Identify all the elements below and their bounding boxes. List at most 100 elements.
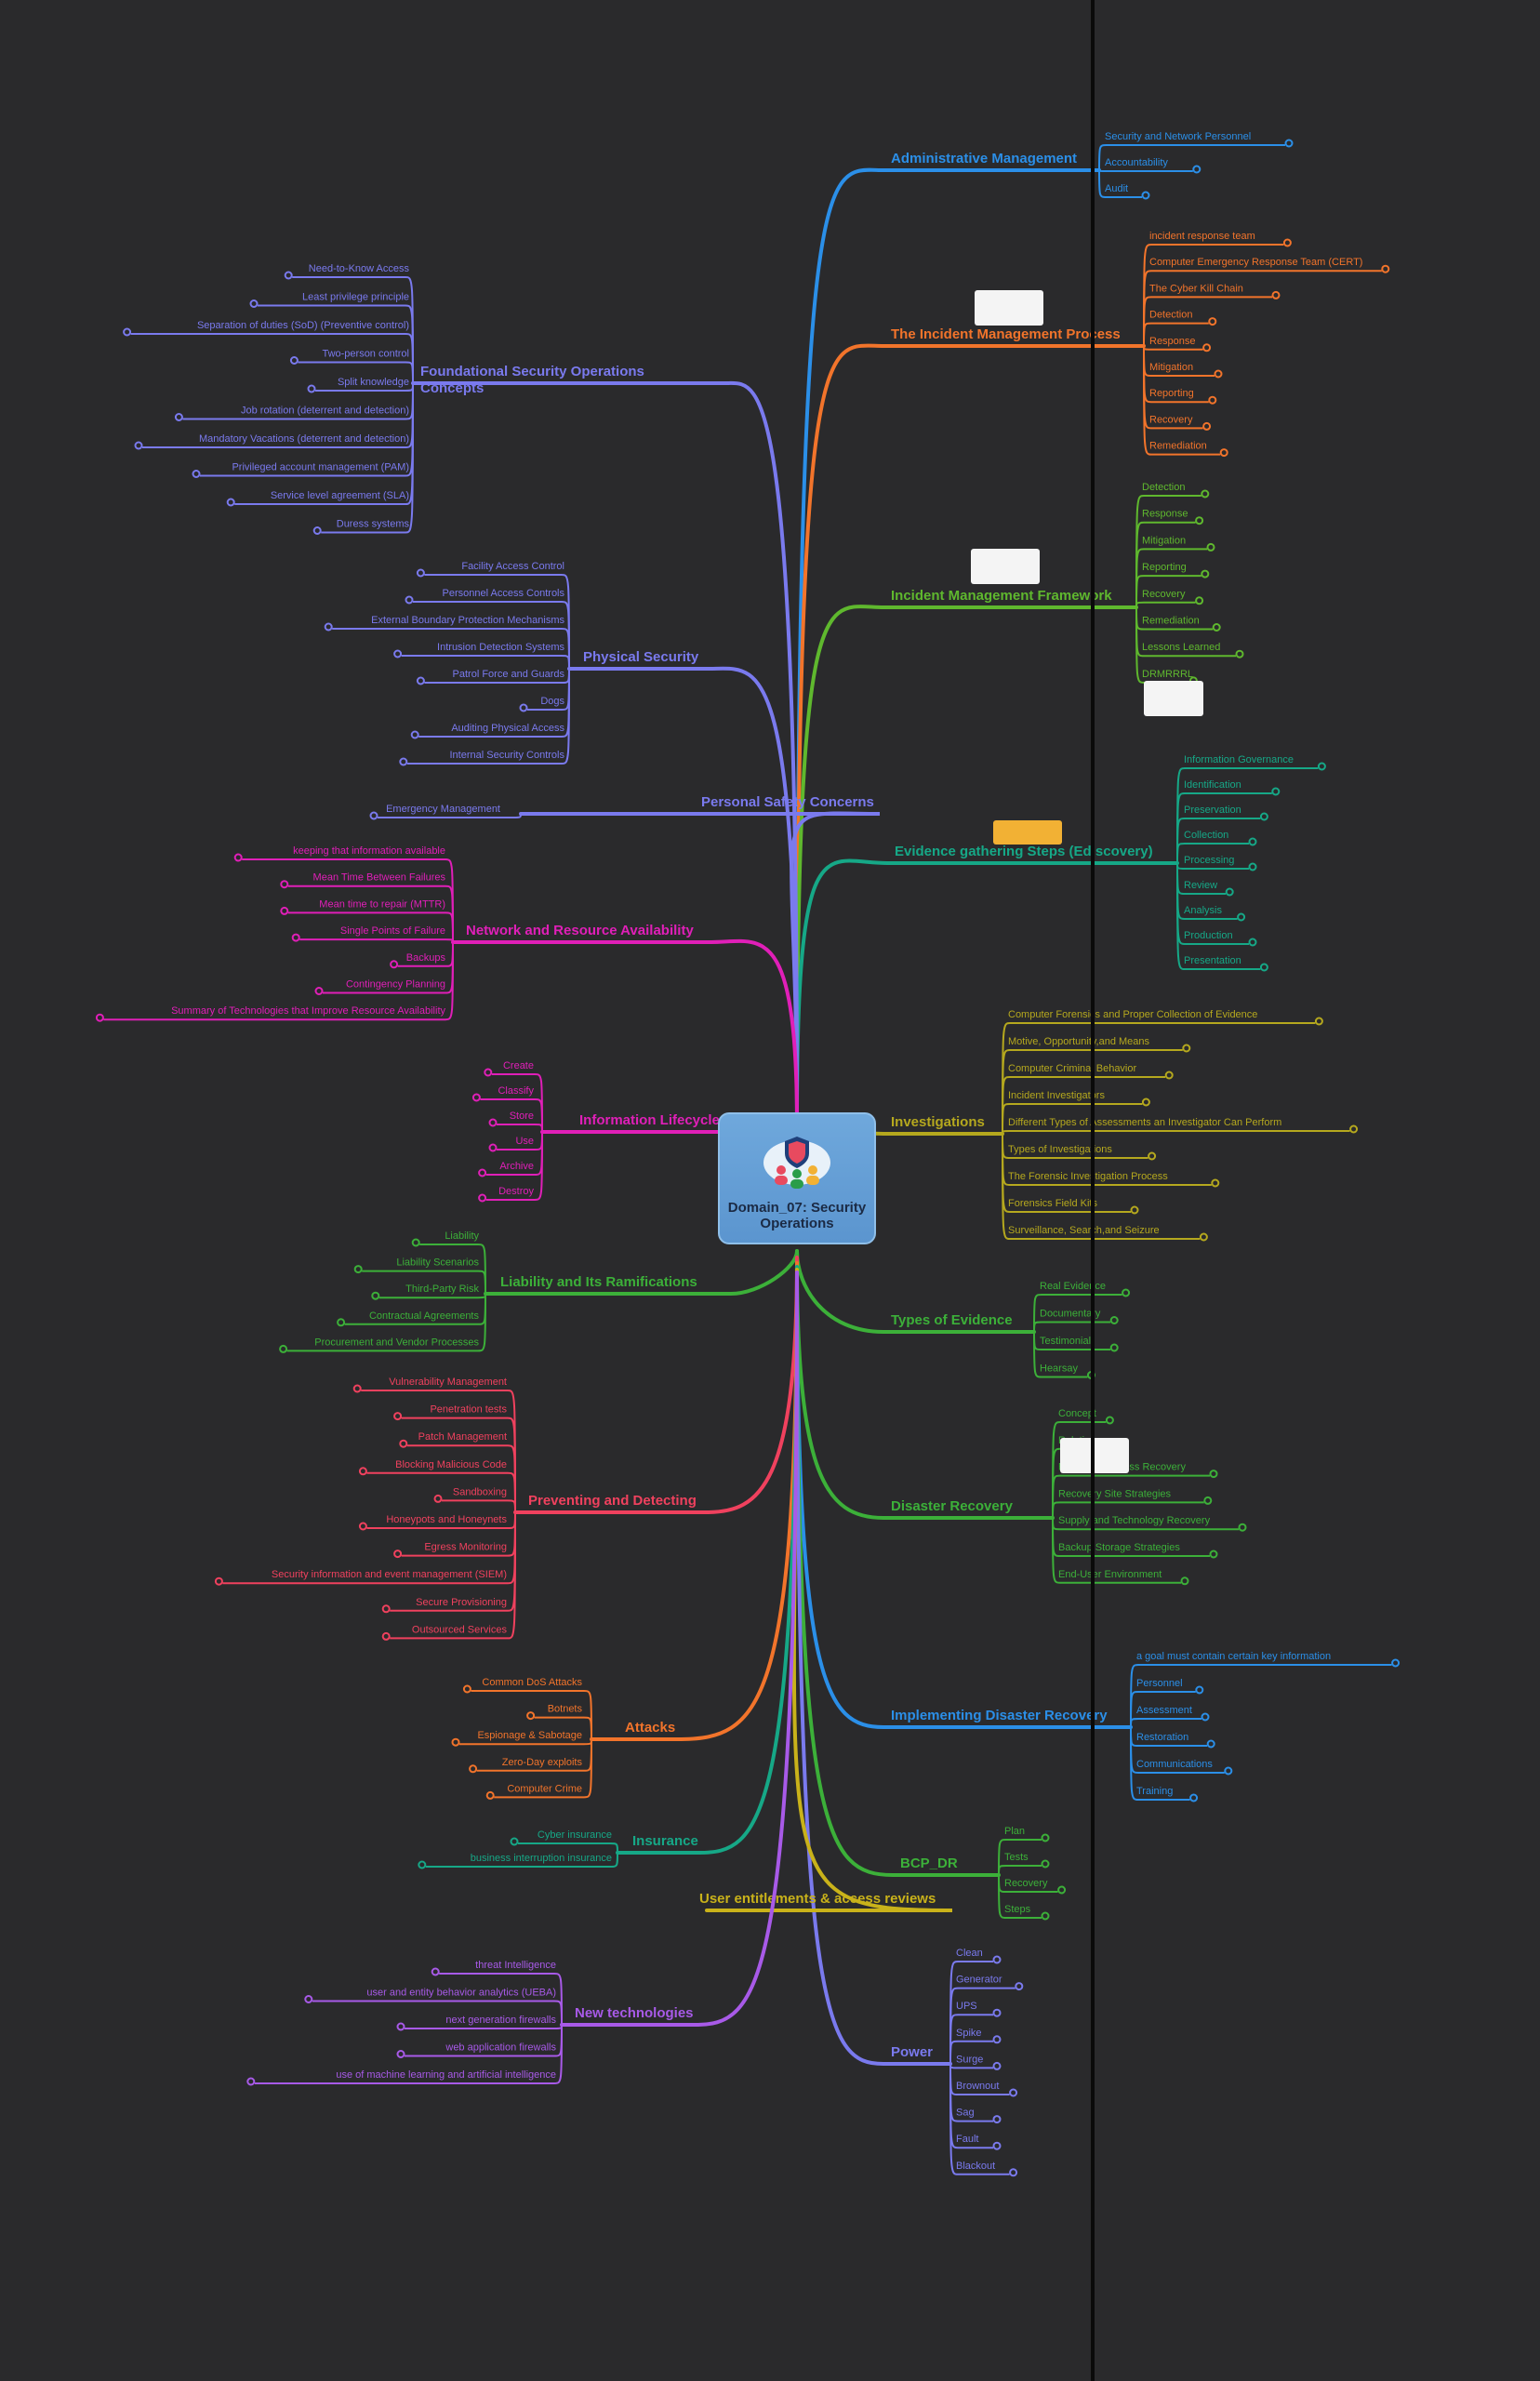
child-penetration-tests[interactable]: Penetration tests	[430, 1404, 507, 1416]
child-backup-storage-strategies[interactable]: Backup Storage Strategies	[1058, 1542, 1180, 1553]
child-training[interactable]: Training	[1136, 1786, 1173, 1797]
branch-network-and-resource-availability[interactable]: Network and Resource Availability	[466, 923, 694, 938]
child-end-user-environment[interactable]: End-User Environment	[1058, 1569, 1162, 1580]
collapse-dot[interactable]	[369, 811, 378, 820]
child-blackout[interactable]: Blackout	[956, 2161, 995, 2172]
branch-implementing-disaster-recovery[interactable]: Implementing Disaster Recovery	[891, 1708, 1108, 1723]
collapse-dot[interactable]	[1057, 1885, 1067, 1895]
child-fault[interactable]: Fault	[956, 2134, 978, 2145]
collapse-dot[interactable]	[510, 1837, 519, 1846]
branch-new-technologies[interactable]: New technologies	[575, 2005, 694, 2021]
collapse-dot[interactable]	[358, 1522, 367, 1531]
collapse-dot[interactable]	[1314, 1017, 1323, 1026]
child-assessment[interactable]: Assessment	[1136, 1705, 1192, 1716]
child-testimonial[interactable]: Testimonial	[1040, 1336, 1091, 1347]
collapse-dot[interactable]	[1211, 1178, 1220, 1188]
child-liability[interactable]: Liability	[445, 1230, 479, 1242]
collapse-dot[interactable]	[992, 2035, 1002, 2044]
collapse-dot[interactable]	[416, 568, 425, 578]
branch-user-entitlements-access-reviews[interactable]: User entitlements & access reviews	[699, 1891, 936, 1907]
child-computer-crime[interactable]: Computer Crime	[507, 1783, 582, 1794]
child-concept[interactable]: Concept	[1058, 1408, 1096, 1419]
child-reporting[interactable]: Reporting	[1149, 388, 1194, 399]
collapse-dot[interactable]	[192, 470, 201, 478]
child-separation-of-duties-sod-preventive-control[interactable]: Separation of duties (SoD) (Preventive c…	[197, 320, 409, 331]
collapse-dot[interactable]	[1195, 1685, 1204, 1695]
collapse-dot[interactable]	[1015, 1982, 1024, 1991]
child-intrusion-detection-systems[interactable]: Intrusion Detection Systems	[437, 642, 564, 653]
child-production[interactable]: Production	[1184, 930, 1233, 941]
collapse-dot[interactable]	[488, 1143, 498, 1152]
child-personnel[interactable]: Personnel	[1136, 1678, 1183, 1689]
collapse-dot[interactable]	[291, 933, 300, 942]
child-detection[interactable]: Detection	[1142, 482, 1185, 493]
child-threat-intelligence[interactable]: threat Intelligence	[475, 1960, 556, 1971]
collapse-dot[interactable]	[337, 1318, 346, 1327]
child-least-privilege-principle[interactable]: Least privilege principle	[302, 292, 409, 303]
child-business-interruption-insurance[interactable]: business interruption insurance	[471, 1853, 612, 1864]
collapse-dot[interactable]	[324, 622, 333, 632]
child-create[interactable]: Create	[503, 1060, 534, 1071]
collapse-dot[interactable]	[433, 1494, 443, 1503]
collapse-dot[interactable]	[1317, 762, 1326, 771]
collapse-dot[interactable]	[1284, 139, 1294, 148]
child-liability-scenarios[interactable]: Liability Scenarios	[396, 1257, 479, 1269]
collapse-dot[interactable]	[233, 853, 243, 862]
child-tests[interactable]: Tests	[1004, 1852, 1029, 1863]
child-use-of-machine-learning-and-artificial-intelligence[interactable]: use of machine learning and artificial i…	[336, 2069, 556, 2081]
collapse-dot[interactable]	[484, 1068, 493, 1077]
child-espionage-sabotage[interactable]: Espionage & Sabotage	[477, 1730, 582, 1741]
child-mandatory-vacations-deterrent-and-detection[interactable]: Mandatory Vacations (deterrent and detec…	[199, 433, 409, 445]
collapse-dot[interactable]	[1041, 1833, 1050, 1842]
child-collection[interactable]: Collection	[1184, 830, 1228, 841]
collapse-dot[interactable]	[1109, 1316, 1119, 1324]
collapse-dot[interactable]	[992, 2061, 1002, 2070]
child-destroy[interactable]: Destroy	[498, 1186, 534, 1197]
collapse-dot[interactable]	[451, 1737, 460, 1747]
collapse-dot[interactable]	[279, 1344, 288, 1353]
child-privileged-account-management-pam[interactable]: Privileged account management (PAM)	[232, 462, 409, 473]
child-blocking-malicious-code[interactable]: Blocking Malicious Code	[395, 1459, 507, 1470]
child-identification[interactable]: Identification	[1184, 779, 1241, 791]
child-user-and-entity-behavior-analytics-ueba[interactable]: user and entity behavior analytics (UEBA…	[366, 1988, 556, 1999]
collapse-dot[interactable]	[314, 987, 324, 995]
collapse-dot[interactable]	[289, 356, 299, 365]
child-internal-security-controls[interactable]: Internal Security Controls	[450, 750, 565, 761]
collapse-dot[interactable]	[1009, 2088, 1018, 2097]
collapse-dot[interactable]	[411, 1238, 420, 1247]
child-botnets[interactable]: Botnets	[548, 1704, 583, 1715]
child-contingency-planning[interactable]: Contingency Planning	[346, 979, 445, 991]
child-steps[interactable]: Steps	[1004, 1904, 1031, 1915]
collapse-dot[interactable]	[1391, 1658, 1401, 1668]
collapse-dot[interactable]	[1164, 1071, 1174, 1080]
collapse-dot[interactable]	[304, 1995, 313, 2003]
child-generator[interactable]: Generator	[956, 1975, 1002, 1986]
child-drmrrrl[interactable]: DRMRRRL	[1142, 669, 1193, 680]
collapse-dot[interactable]	[485, 1790, 495, 1800]
collapse-dot[interactable]	[312, 526, 322, 535]
child-duress-systems[interactable]: Duress systems	[337, 519, 410, 530]
collapse-dot[interactable]	[1235, 649, 1244, 658]
child-lessons-learned[interactable]: Lessons Learned	[1142, 642, 1220, 653]
collapse-dot[interactable]	[1202, 421, 1212, 431]
branch-power[interactable]: Power	[891, 2044, 933, 2060]
branch-physical-security[interactable]: Physical Security	[583, 649, 699, 665]
collapse-dot[interactable]	[1225, 887, 1234, 897]
child-mitigation[interactable]: Mitigation	[1142, 535, 1186, 546]
child-honeypots-and-honeynets[interactable]: Honeypots and Honeynets	[386, 1514, 507, 1525]
child-response[interactable]: Response	[1142, 509, 1188, 520]
child-auditing-physical-access[interactable]: Auditing Physical Access	[451, 723, 564, 734]
child-surveillance-search-and-seizure[interactable]: Surveillance, Search,and Seizure	[1008, 1225, 1160, 1236]
collapse-dot[interactable]	[1224, 1766, 1233, 1776]
child-store[interactable]: Store	[510, 1111, 534, 1122]
collapse-dot[interactable]	[174, 413, 183, 421]
collapse-dot[interactable]	[1206, 542, 1215, 552]
child-audit[interactable]: Audit	[1105, 183, 1128, 194]
branch-liability-and-its-ramifications[interactable]: Liability and Its Ramifications	[500, 1274, 697, 1290]
child-single-points-of-failure[interactable]: Single Points of Failure	[340, 925, 445, 937]
child-backups[interactable]: Backups	[406, 952, 446, 964]
collapse-dot[interactable]	[396, 2022, 405, 2031]
collapse-dot[interactable]	[1141, 191, 1150, 200]
child-need-to-know-access[interactable]: Need-to-Know Access	[309, 263, 410, 274]
